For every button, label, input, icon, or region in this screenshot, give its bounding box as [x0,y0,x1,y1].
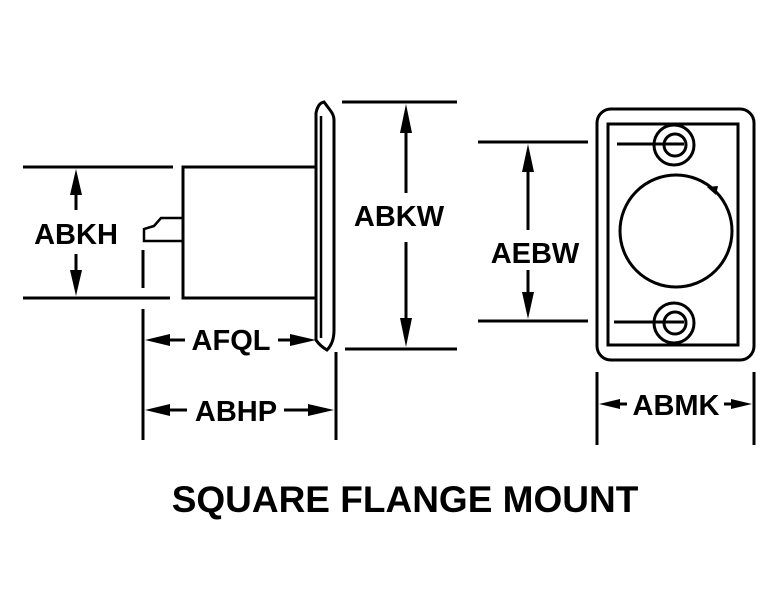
arrow-left [145,334,170,346]
keyway-notch [707,186,718,195]
arrow-up [400,104,412,133]
arrow-up [522,144,534,172]
connector-body [181,165,315,300]
side-view [142,100,336,352]
arrow-up [70,169,82,195]
dimension-abhp: ABHP [145,396,334,428]
arrow-down [400,318,412,347]
flange-outline [595,107,756,362]
flange-profile [314,100,336,352]
label-abhp: ABHP [195,396,277,428]
arrow-left [599,399,620,409]
arrow-right [731,399,752,409]
dimension-abkw: ABKW [342,100,457,351]
arrow-down [522,292,534,319]
label-abkw: ABKW [354,201,445,233]
mounting-hole-bottom [614,301,696,345]
mounting-hole-top [617,123,696,167]
arrow-right [290,334,316,346]
label-abkh: ABKH [34,219,118,251]
diagram-title: SQUARE FLANGE MOUNT [172,479,639,520]
dimension-abmk: ABMK [595,372,756,445]
label-afql: AFQL [192,325,271,357]
arrow-down [70,270,82,296]
arrow-left [145,404,170,416]
dimension-afql: AFQL [145,325,316,357]
label-abmk: ABMK [633,390,720,422]
dimension-abkh: ABKH [23,165,173,300]
dimension-aebw: AEBW [478,140,588,323]
connector-receptacle [618,173,734,289]
arrow-right [308,404,334,416]
label-aebw: AEBW [491,238,580,270]
key-tab [142,216,183,243]
front-view [595,107,756,362]
